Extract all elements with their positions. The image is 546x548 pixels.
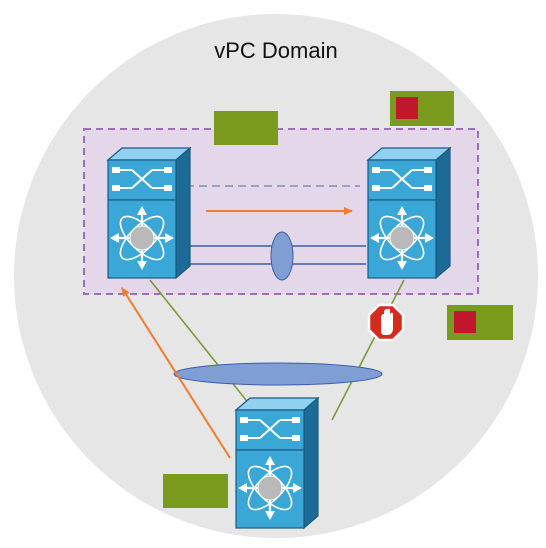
green-label-top — [214, 111, 278, 145]
peer-link-port-channel — [270, 231, 294, 281]
orange-arrow-uplink — [121, 287, 231, 459]
diagram-title: vPC Domain — [214, 38, 337, 63]
red-square-indicator — [454, 311, 476, 333]
stop-hand-icon — [367, 303, 405, 342]
nexus-switch-icon — [106, 146, 192, 280]
vpc-port-channel — [173, 362, 383, 386]
nexus-switch-icon — [234, 396, 320, 530]
downlink-right — [331, 279, 405, 421]
red-square-indicator — [396, 97, 418, 119]
nexus-switch-icon — [366, 146, 452, 280]
status-label-right — [447, 305, 513, 340]
green-label-bottom — [163, 474, 228, 508]
status-label-top-right — [390, 91, 454, 126]
